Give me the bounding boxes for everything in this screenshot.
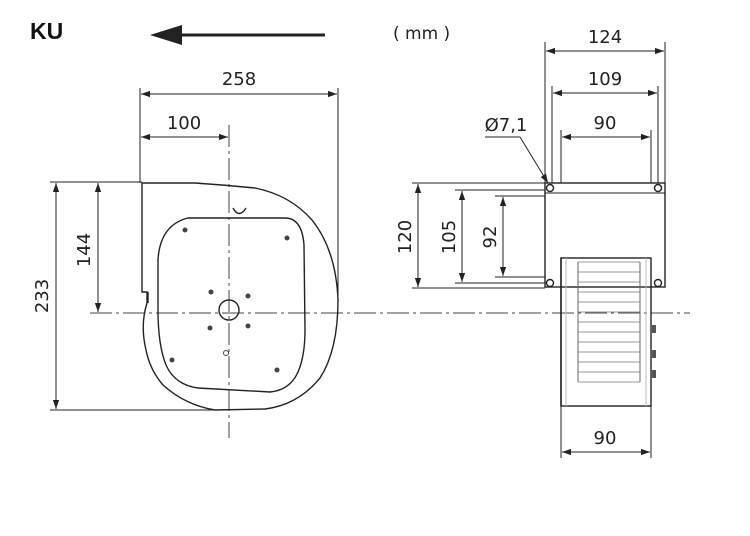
side-dimension-lines — [412, 42, 666, 458]
volute-outline — [141, 182, 339, 411]
motor-flange — [157, 217, 306, 393]
impeller-hatch — [565, 258, 647, 406]
dim-hole-diameter: Ø7,1 — [485, 115, 528, 136]
dim-housing-width: 90 — [594, 428, 617, 449]
dim-front-offset: 100 — [167, 113, 201, 134]
side-detail-marks — [652, 325, 656, 378]
unit-label: ( mm ) — [393, 24, 451, 44]
dim-front-width: 258 — [222, 69, 256, 90]
flange-holes — [169, 227, 290, 373]
dim-front-axis-height: 144 — [74, 233, 95, 267]
arrow-left-icon — [150, 25, 325, 45]
dim-flange-height-holes: 105 — [439, 220, 460, 254]
dim-flange-height-inner: 92 — [480, 226, 501, 249]
dim-flange-height-outer: 120 — [395, 220, 416, 254]
side-flange-holes — [545, 183, 663, 288]
front-dimension-lines — [50, 88, 339, 411]
dim-side-width-outer: 124 — [588, 27, 622, 48]
center-lines — [90, 125, 690, 438]
model-title: KU — [30, 18, 64, 44]
blower-front-view — [141, 182, 339, 411]
dim-side-width-inner: 90 — [594, 113, 617, 134]
blower-side-view — [544, 182, 666, 407]
outlet-flange — [544, 182, 666, 288]
dim-side-width-holes: 109 — [588, 69, 622, 90]
dim-front-height: 233 — [32, 279, 53, 313]
